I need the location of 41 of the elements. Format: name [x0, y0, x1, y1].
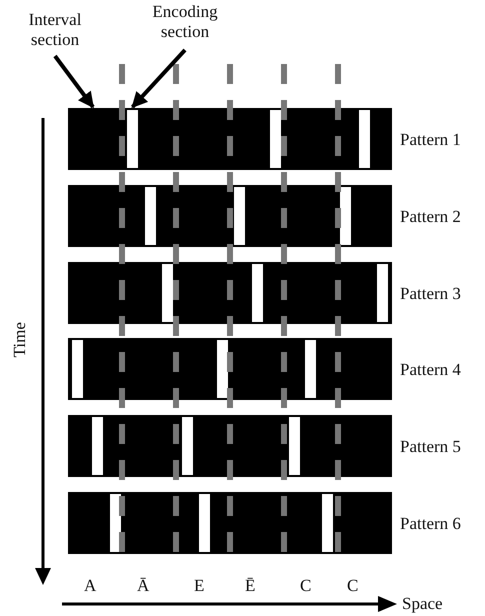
pattern-band	[68, 108, 392, 170]
code-stripe	[303, 338, 318, 400]
code-stripe	[70, 338, 85, 400]
code-stripe	[232, 185, 247, 247]
code-stripe	[268, 108, 283, 170]
pattern-band	[68, 338, 392, 400]
code-stripe	[357, 108, 372, 170]
code-stripe	[125, 108, 140, 170]
pattern-band	[68, 262, 392, 324]
code-stripe	[143, 185, 158, 247]
pattern-band	[68, 492, 392, 554]
axis-label: Time	[10, 322, 30, 358]
code-stripe	[215, 338, 230, 400]
pattern-band	[68, 185, 392, 247]
code-stripe	[180, 415, 195, 477]
leader-arrow	[131, 48, 186, 108]
annotation-text: Interval section	[5, 10, 105, 56]
code-letter: Ē	[245, 576, 256, 596]
code-stripe	[338, 185, 353, 247]
code-letter: C	[300, 576, 312, 596]
code-letter: C	[347, 576, 358, 596]
code-letter: E	[194, 576, 204, 596]
axis-label: Space	[402, 594, 443, 614]
pattern-label: Pattern 1	[400, 130, 461, 150]
code-stripe	[250, 262, 265, 324]
pattern-label: Pattern 2	[400, 207, 461, 227]
pattern-label: Pattern 5	[400, 437, 461, 457]
code-letter: A	[84, 576, 96, 596]
leader-arrow	[53, 54, 95, 108]
code-stripe	[375, 262, 390, 324]
pattern-band	[68, 415, 392, 477]
code-stripe	[320, 492, 335, 554]
annotation-text: Encoding section	[135, 2, 235, 50]
code-stripe	[90, 415, 105, 477]
code-stripe	[197, 492, 212, 554]
code-stripe	[160, 262, 175, 324]
code-letter: Ā	[137, 576, 150, 596]
pattern-label: Pattern 6	[400, 514, 461, 534]
pattern-label: Pattern 3	[400, 284, 461, 304]
pattern-label: Pattern 4	[400, 360, 461, 380]
code-stripe	[287, 415, 302, 477]
